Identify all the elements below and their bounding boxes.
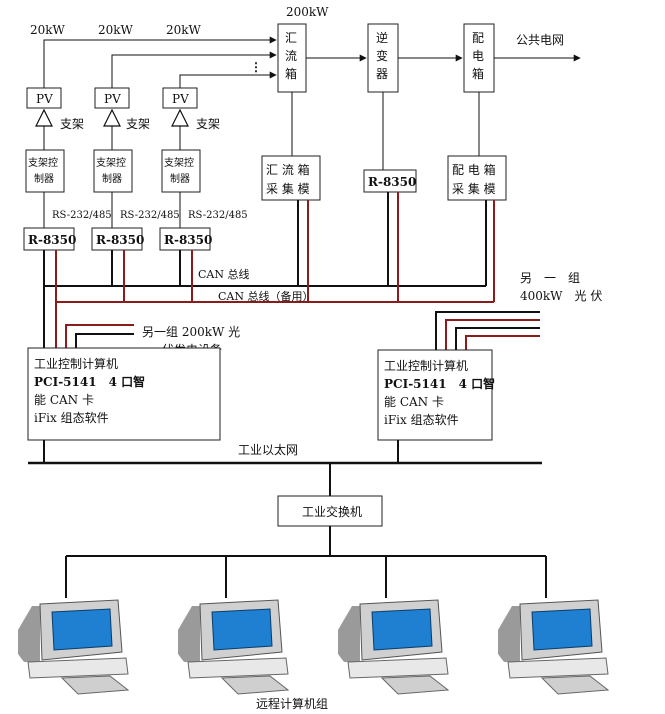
r8350-label-1: R-8350 [28,233,76,247]
pv-to-combiner-lines [43,36,277,88]
can-bus-backup-label: CAN 总线（备用） [218,289,313,303]
ipc-left-l3: 能 CAN 卡 [34,393,94,407]
can-bus-label: CAN 总线 [198,267,249,281]
inverter-char-1: 逆 [376,30,388,45]
r8350-label-2: R-8350 [96,233,144,247]
other-400kw-group-lines [435,311,540,350]
rs-label-3: RS-232/485 [188,210,248,221]
inverter-char-2: 变 [376,48,388,63]
combiner-box [277,23,307,93]
r8350-inverter-module [363,169,417,193]
other-group-400-l2: 400kW 光 伏 [520,289,602,303]
industrial-pc-left [27,347,221,441]
other-group-400-l1: 另 一 组 [520,271,580,285]
can-bus-lines [43,192,487,348]
desktop-computer-icon [178,599,290,695]
inverter-char-3: 器 [376,67,388,81]
pv-box-1 [26,87,62,109]
desktop-computer-icon [498,599,610,695]
other-200kw-group-lines [65,324,134,348]
combiner-collector-l2: 采 集 模 [266,181,310,196]
distribution-collector-l1: 配 电 箱 [452,162,496,177]
tracker-controller-1 [25,149,65,193]
tracker-controller-3 [161,149,201,193]
pv-label-2: PV [104,92,121,106]
pv1-power-label: 20kW [30,23,66,37]
tracker-ctrl-text-2a: 支架控 [96,156,126,169]
combiner-collector-l1: 汇 流 箱 [266,162,310,177]
desktop-computer-icon [338,599,450,695]
other-group-200-l1: 另一组 200kW 光 [142,325,240,339]
public-grid-label: 公共电网 [516,33,564,47]
rs-label-1: RS-232/485 [52,210,112,221]
r8350-module-3 [159,227,211,251]
tracker-ctrl-text-1b: 制器 [34,172,54,185]
r8350-module-1 [23,227,75,251]
combiner-char-1: 汇 [285,31,297,45]
distribution-char-3: 箱 [472,66,484,81]
r8350-label-3: R-8350 [164,233,212,247]
distribution-char-1: 配 [472,31,484,45]
more-inputs-ellipsis: ⋮ [250,60,262,74]
tracker-ctrl-text-2b: 制器 [102,172,122,185]
pv-box-2 [94,87,130,109]
pv2-power-label: 20kW [98,23,134,37]
industrial-pc-right [377,349,493,441]
can-bus-backup-lines [55,192,495,348]
ipc-right-l3: 能 CAN 卡 [384,395,444,409]
combiner-char-3: 箱 [285,66,297,81]
distribution-collector-l2: 采 集 模 [452,181,496,196]
ipc-right-l1: 工业控制计算机 [384,358,468,373]
pv-label-1: PV [36,92,53,106]
triangle-support-icon [171,108,189,150]
pv-label-3: PV [172,92,189,106]
tracker-ctrl-text-1a: 支架控 [28,156,58,169]
desktop-computer-icon [18,599,130,695]
industrial-ethernet-label: 工业以太网 [238,442,298,457]
combiner-char-2: 流 [285,49,297,63]
pv3-power-label: 20kW [166,23,202,37]
distribution-collector-box [447,155,507,201]
triangle-support-icon [103,108,121,150]
ipc-left-l2: PCI-5141 4 口智 [34,374,145,389]
industrial-ethernet-lines [28,440,542,496]
tracker-controller-2 [93,149,133,193]
ipc-left-l4: iFix 组态软件 [34,411,109,425]
triangle-support-icon [35,108,53,150]
industrial-switch-box [277,495,383,527]
support-label-2: 支架 [126,117,150,131]
support-label-1: 支架 [60,117,84,131]
r8350-module-2 [91,227,143,251]
ipc-right-l4: iFix 组态软件 [384,413,459,427]
tracker-ctrl-text-3a: 支架控 [164,156,194,169]
tracker-ctrl-text-3b: 制器 [170,172,190,185]
pv-box-3 [162,87,198,109]
rs-label-2: RS-232/485 [120,210,180,221]
support-label-3: 支架 [196,117,220,131]
r8350-label-inverter: R-8350 [368,175,416,189]
ipc-right-l2: PCI-5141 4 口智 [384,376,495,391]
ipc-left-l1: 工业控制计算机 [34,356,118,371]
distribution-char-2: 电 [472,49,484,63]
combiner-collector-box [261,155,321,201]
remote-network-lines [65,526,547,598]
industrial-switch-label: 工业交换机 [302,504,362,519]
remote-computer-group-label: 远程计算机组 [256,696,328,711]
combiner-power-label: 200kW [286,5,329,19]
